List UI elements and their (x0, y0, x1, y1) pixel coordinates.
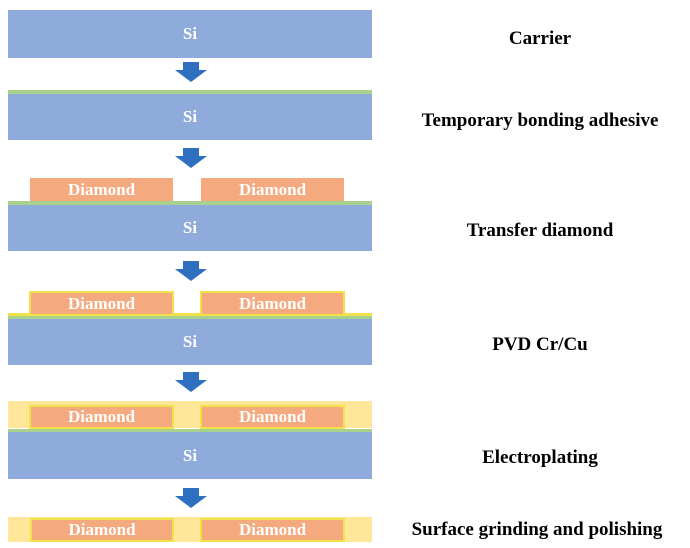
si-carrier-step1: Si (8, 10, 372, 58)
diamond-die-left-step5: Diamond (29, 405, 174, 429)
step-label-electroplating: Electroplating (482, 447, 598, 468)
flow-arrow-icon (175, 148, 207, 168)
step-label-carrier: Carrier (508, 28, 572, 49)
flow-arrow-icon (175, 62, 207, 82)
adhesive-layer-step4 (8, 316, 372, 319)
diamond-die-right-step3: Diamond (201, 178, 344, 201)
adhesive-layer-step5 (8, 429, 372, 432)
diamond-die-right-step4: Diamond (200, 291, 345, 316)
diamond-die-left-step6: Diamond (30, 518, 174, 542)
cr-cu-seed-layer-step4 (8, 313, 372, 316)
flow-arrow-icon (175, 488, 207, 508)
diamond-die-left-step4: Diamond (29, 291, 174, 316)
si-carrier-step2: Si (8, 94, 372, 140)
flow-arrow-icon (175, 261, 207, 281)
si-carrier-step5: Si (8, 432, 372, 479)
adhesive-layer-step2 (8, 90, 372, 94)
adhesive-layer-step3 (8, 201, 372, 205)
step-label-pvd-cr-cu: PVD Cr/Cu (492, 334, 588, 355)
diamond-die-right-step5: Diamond (200, 405, 345, 429)
diamond-die-left-step3: Diamond (30, 178, 173, 201)
si-carrier-step3: Si (8, 205, 372, 251)
step-label-surface-grinding: Surface grinding and polishing (411, 519, 663, 540)
flow-arrow-icon (175, 372, 207, 392)
step-label-temporary-bonding: Temporary bonding adhesive (421, 110, 659, 131)
diamond-die-right-step6: Diamond (200, 518, 345, 542)
step-label-transfer-diamond: Transfer diamond (466, 220, 614, 241)
si-carrier-step4: Si (8, 319, 372, 365)
